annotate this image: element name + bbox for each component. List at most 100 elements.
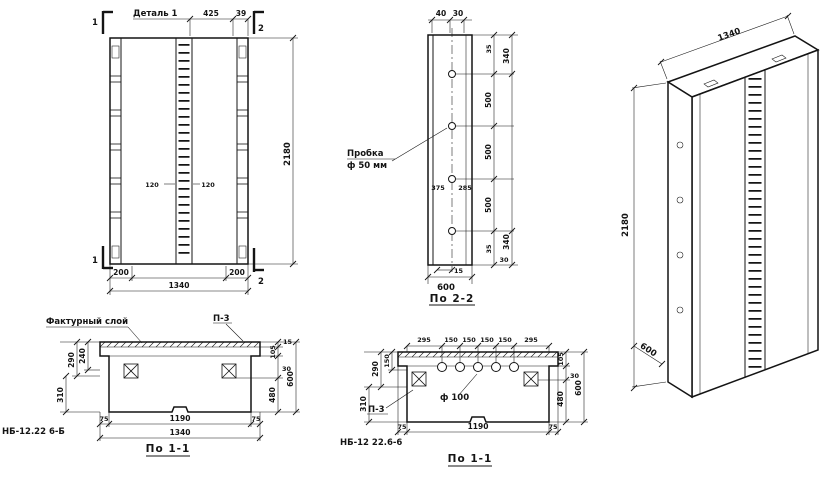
dim-600-iso: 600 bbox=[638, 341, 658, 359]
cut-mark-1-top: 1 bbox=[92, 18, 98, 28]
dim-1190: 1190 bbox=[468, 422, 489, 431]
dim-120-left: 120 bbox=[145, 181, 159, 189]
dim-600: 600 bbox=[286, 371, 295, 387]
section-b-title: По 1-1 bbox=[448, 453, 493, 465]
dim-150-4: 150 bbox=[498, 336, 512, 344]
dim-290: 290 bbox=[371, 361, 380, 377]
dim-35-bottom: 35 bbox=[485, 244, 493, 254]
dim-375: 375 bbox=[431, 184, 445, 192]
plug-hole bbox=[676, 141, 684, 149]
top-hole bbox=[771, 54, 787, 63]
dim-500-b: 500 bbox=[484, 144, 493, 160]
dim-105: 105 bbox=[557, 352, 565, 366]
dim-500-c: 500 bbox=[484, 197, 493, 213]
dim-30-bottom: 30 bbox=[499, 256, 509, 264]
dim-425: 425 bbox=[203, 9, 219, 18]
dim-500-a: 500 bbox=[484, 92, 493, 108]
dim-310: 310 bbox=[56, 387, 65, 403]
f100-hole bbox=[455, 362, 465, 372]
top-hole bbox=[703, 79, 719, 88]
dim-120-right: 120 bbox=[201, 181, 215, 189]
dim-15: 15 bbox=[454, 267, 464, 275]
f100-hole bbox=[491, 362, 501, 372]
dim-200-left: 200 bbox=[113, 268, 129, 277]
dim-75-right: 75 bbox=[548, 423, 558, 431]
front-dimensions: Деталь 1 425 39 2180 120 120 bbox=[106, 9, 298, 295]
facing-layer-label: Фактурный слой bbox=[46, 317, 128, 327]
detail-label: Деталь 1 bbox=[133, 9, 178, 19]
f100-hole bbox=[473, 362, 483, 372]
dim-1340: 1340 bbox=[170, 428, 191, 437]
iso-body bbox=[666, 35, 820, 399]
facing-layer-hatch bbox=[397, 351, 558, 358]
section-2-2: Пробка ф 50 мм 40 30 35 500 500 bbox=[347, 9, 518, 306]
cut-mark-2-bottom: 2 bbox=[258, 277, 264, 287]
dim-200-right: 200 bbox=[229, 268, 245, 277]
section-2-2-outline bbox=[427, 28, 473, 272]
dim-30: 30 bbox=[570, 372, 580, 380]
dim-150-3: 150 bbox=[480, 336, 494, 344]
dim-105: 105 bbox=[269, 345, 277, 359]
dim-480: 480 bbox=[556, 391, 565, 407]
section-2-2-title: По 2-2 bbox=[430, 293, 475, 305]
dim-150-2: 150 bbox=[462, 336, 476, 344]
section-b-callouts: ф 100 П-3 bbox=[367, 373, 478, 415]
dim-75-right: 75 bbox=[251, 415, 261, 423]
plug-hole bbox=[676, 306, 684, 314]
dim-1340-iso: 1340 bbox=[716, 26, 742, 44]
dim-150-1: 150 bbox=[444, 336, 458, 344]
plug-hole bbox=[448, 227, 456, 235]
plug-hole bbox=[676, 251, 684, 259]
dim-15: 15 bbox=[283, 338, 293, 346]
facing-layer-hatch bbox=[99, 341, 260, 348]
dim-340-bottom: 340 bbox=[502, 234, 511, 250]
plug-label-line2: ф 50 мм bbox=[347, 161, 387, 171]
dim-600: 600 bbox=[437, 283, 455, 293]
section-a-outline bbox=[99, 341, 261, 413]
dim-75-left: 75 bbox=[397, 423, 407, 431]
plug-hole bbox=[448, 175, 456, 183]
dim-295-right: 295 bbox=[524, 336, 538, 344]
front-view: 1 1 2 2 Деталь 1 425 39 2180 120 120 bbox=[92, 9, 298, 295]
p3-label: П-3 bbox=[213, 314, 230, 324]
isometric-view: 1340 2180 600 bbox=[621, 12, 820, 399]
dim-295-left: 295 bbox=[417, 336, 431, 344]
dim-290: 290 bbox=[67, 352, 76, 368]
f100-hole bbox=[437, 362, 447, 372]
dim-600: 600 bbox=[574, 380, 583, 396]
dim-480: 480 bbox=[268, 387, 277, 403]
plug-label-line1: Пробка bbox=[347, 148, 384, 159]
dim-240: 240 bbox=[78, 348, 87, 364]
dim-340-top: 340 bbox=[502, 48, 511, 64]
dim-40: 40 bbox=[436, 9, 446, 18]
section-cut-marks: 1 1 2 2 bbox=[92, 10, 264, 287]
section-a-dimensions: 240 290 310 15 105 30 480 600 7 bbox=[56, 338, 300, 442]
front-panel-outline bbox=[109, 37, 249, 265]
f100-hole bbox=[509, 362, 519, 372]
dim-30-top: 30 bbox=[453, 9, 463, 18]
section-1-1-a: Фактурный слой П-3 240 290 310 bbox=[2, 314, 300, 457]
dim-1190: 1190 bbox=[170, 414, 191, 423]
dim-2180: 2180 bbox=[283, 142, 293, 166]
section-a-callouts: Фактурный слой П-3 bbox=[46, 314, 244, 344]
dim-39: 39 bbox=[236, 9, 246, 18]
dim-1340-front: 1340 bbox=[169, 281, 190, 290]
dim-75-left: 75 bbox=[99, 415, 109, 423]
plug-hole bbox=[448, 122, 456, 130]
cut-mark-2-top: 2 bbox=[258, 24, 264, 34]
plug-callout: Пробка ф 50 мм bbox=[347, 127, 448, 171]
section-a-title: По 1-1 bbox=[146, 443, 191, 455]
cut-mark-1-bottom: 1 bbox=[92, 256, 98, 266]
plug-hole bbox=[676, 196, 684, 204]
dim-285: 285 bbox=[458, 184, 472, 192]
dim-35-top: 35 bbox=[485, 44, 493, 54]
dim-2180-iso: 2180 bbox=[621, 213, 631, 237]
p3-label: П-3 bbox=[368, 405, 385, 415]
f100-label: ф 100 bbox=[440, 393, 469, 403]
panel-mark-a: НБ-12.22 6-Б bbox=[2, 427, 65, 437]
section-2-2-dimensions: 40 30 35 500 500 500 35 340 340 30 375 2… bbox=[424, 9, 518, 293]
section-1-1-b: ф 100 П-3 295 150 150 150 150 295 bbox=[340, 336, 588, 467]
dim-30: 30 bbox=[282, 365, 292, 373]
